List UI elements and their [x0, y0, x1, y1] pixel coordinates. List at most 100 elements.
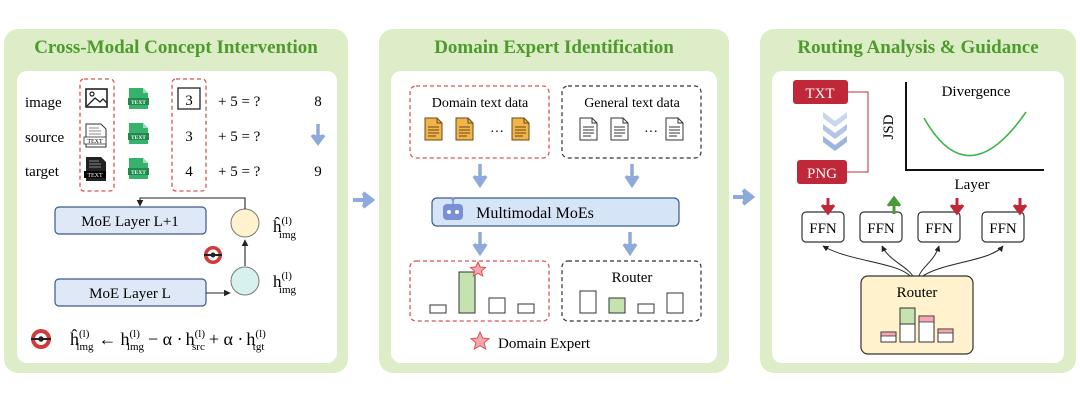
general-text-label: General text data — [584, 96, 680, 111]
domain-routing-box — [409, 260, 550, 322]
row-label-image: image — [25, 95, 62, 111]
green-text-icon: TEXT — [128, 158, 149, 179]
ellipsis: ··· — [644, 125, 658, 140]
general-text-box — [561, 85, 702, 159]
down-arrow-icon — [1012, 198, 1028, 216]
star-icon — [469, 330, 491, 351]
document-icon — [579, 117, 598, 141]
equation-source: + 5 = ? — [218, 129, 261, 145]
chart-xlabel: Layer — [955, 177, 990, 193]
domain-text-box — [409, 85, 550, 159]
image-icon — [85, 88, 108, 108]
down-arrow-icon — [622, 232, 638, 257]
down-arrow-icon — [820, 198, 836, 216]
chart-ylabel: JSD — [881, 114, 897, 139]
row-label-source: source — [25, 130, 64, 146]
dashed-column-modality — [79, 78, 115, 192]
row-number-target: 4 — [185, 164, 193, 180]
result-image: 8 — [314, 94, 322, 110]
expert-bar — [608, 297, 626, 314]
ffn-label: FFN — [989, 221, 1017, 237]
moe-layer-top-label: MoE Layer L+1 — [81, 214, 179, 230]
svg-text:TEXT: TEXT — [131, 135, 146, 141]
row-number-image: 3 — [185, 93, 193, 109]
arrow — [136, 197, 246, 209]
down-arrow-icon — [472, 164, 488, 189]
steering-wheel-icon — [31, 329, 51, 349]
general-routing-box — [561, 260, 702, 322]
moe-layer-bottom-label: MoE Layer L — [89, 286, 171, 302]
expert-bar — [517, 303, 535, 314]
up-arrow-icon — [886, 195, 902, 214]
source-text-icon: TEXT — [83, 123, 107, 148]
document-icon — [455, 117, 474, 141]
steering-wheel-icon — [204, 246, 222, 264]
ffn-box — [801, 211, 845, 243]
chevron-down-icon — [823, 112, 847, 151]
expert-bar — [429, 304, 447, 314]
robot-icon — [443, 197, 463, 220]
ellipsis: ··· — [490, 125, 504, 140]
chart-axes — [905, 82, 1044, 171]
ffn-label: FFN — [809, 221, 837, 237]
row-number-source: 3 — [185, 129, 193, 145]
down-arrow-icon — [472, 232, 488, 257]
target-text-icon: TEXT — [84, 157, 106, 181]
document-icon — [610, 117, 629, 141]
result-target: 9 — [314, 164, 322, 180]
flow-arrow-icon — [733, 188, 756, 206]
svg-text:TEXT: TEXT — [131, 170, 146, 176]
flow-arrow-icon — [353, 191, 376, 209]
domain-text-label: Domain text data — [432, 96, 529, 111]
moe-layer-top — [54, 206, 207, 235]
txt-label: TXT — [805, 86, 834, 102]
svg-text:TEXT: TEXT — [87, 173, 103, 179]
number-box — [177, 87, 201, 110]
document-icon — [665, 117, 684, 141]
green-text-icon: TEXT — [128, 88, 149, 109]
png-label: PNG — [807, 166, 837, 182]
hidden-state-original — [230, 266, 260, 296]
ffn-box — [859, 211, 903, 243]
star-icon — [469, 260, 487, 278]
router-connectors — [822, 245, 1004, 279]
down-arrow-icon — [949, 198, 965, 216]
ffn-box — [981, 211, 1025, 243]
chart-title: Divergence — [942, 84, 1011, 100]
expert-bar-domain — [458, 271, 476, 314]
down-arrow-icon — [310, 124, 326, 146]
document-icon — [511, 117, 530, 141]
txt-token-box — [793, 80, 848, 104]
h-img-label: h(l)img — [273, 270, 297, 296]
router-bars — [880, 307, 954, 343]
multimodal-moe-label: Multimodal MoEs — [476, 205, 594, 222]
intervention-equation: ĥ(l)img←h(l)img− α ·h(l)src+ α ·h(l)tgt — [70, 328, 266, 353]
multimodal-moe-box — [431, 197, 680, 227]
svg-text:TEXT: TEXT — [131, 100, 146, 106]
equation-image: + 5 = ? — [218, 94, 261, 110]
h-hat-img-label: ĥ(l)img — [273, 215, 297, 241]
legend-domain-expert: Domain Expert — [498, 336, 591, 352]
ffn-label: FFN — [867, 221, 895, 237]
panel-title: Domain Expert Identification — [434, 37, 674, 58]
green-text-icon: TEXT — [128, 123, 149, 144]
row-label-target: target — [25, 164, 60, 180]
ffn-label: FFN — [925, 221, 953, 237]
expert-bar — [666, 292, 684, 314]
down-arrow-icon — [624, 164, 640, 189]
expert-bar — [637, 303, 655, 314]
hidden-state-intervened — [230, 208, 260, 238]
png-token-box — [797, 160, 847, 184]
panel-title: Cross-Modal Concept Intervention — [34, 37, 318, 58]
ffn-box — [917, 211, 961, 243]
divergence-curve — [923, 111, 1027, 157]
router-label: Router — [897, 285, 938, 301]
panel-title: Routing Analysis & Guidance — [797, 37, 1039, 58]
expert-bar — [488, 297, 506, 314]
equation-target: + 5 = ? — [218, 164, 261, 180]
bracket-line — [847, 91, 869, 173]
expert-bar — [579, 290, 597, 314]
document-icon — [424, 117, 443, 141]
router-label: Router — [612, 270, 653, 286]
